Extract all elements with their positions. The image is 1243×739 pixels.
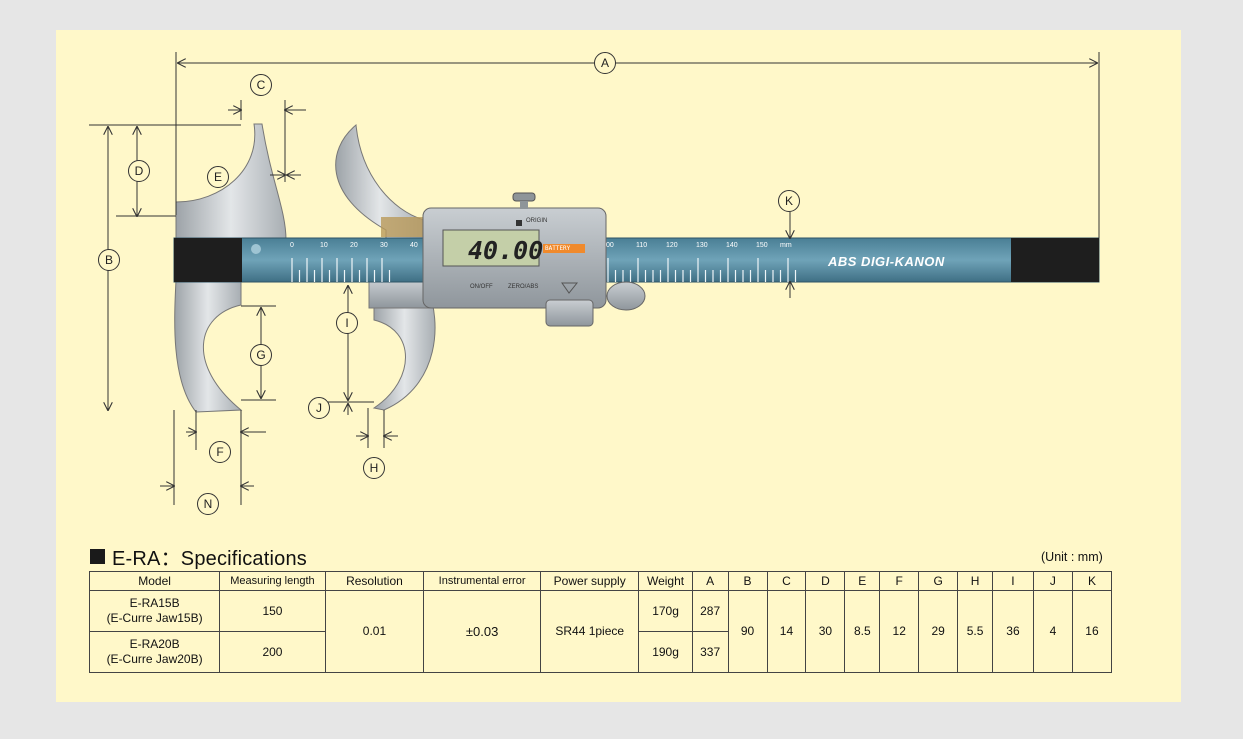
scale-number: 40: [410, 242, 418, 249]
dim-label-j: J: [308, 397, 330, 419]
scale-number: 10: [320, 242, 328, 249]
cell-i: 36: [991, 590, 1034, 673]
dim-label-d: D: [128, 160, 150, 182]
cell-j: 4: [1032, 590, 1073, 673]
cell-c: 14: [766, 590, 807, 673]
dim-label-h: H: [363, 457, 385, 479]
table-row: E-RA20B(E-Curre Jaw20B) 200 190g 337: [88, 631, 1112, 673]
cell-weight: 170g: [638, 590, 693, 632]
cell-error: ±0.03: [423, 590, 541, 673]
scale-number: 150: [756, 242, 768, 249]
col-h: H: [957, 571, 993, 591]
spec-table: Model Measuring length Resolution Instru…: [88, 571, 1113, 673]
cell-k: 16: [1071, 590, 1113, 673]
cell-resolution: 0.01: [324, 590, 425, 673]
scale-number: 140: [726, 242, 738, 249]
scale-number: 110: [636, 242, 648, 249]
dim-label-n: N: [197, 493, 219, 515]
upper-fixed-jaw: [175, 123, 287, 241]
col-f: F: [879, 571, 920, 591]
col-error: Instrumental error: [423, 571, 541, 591]
cell-d: 30: [805, 590, 846, 673]
col-length: Measuring length: [219, 571, 326, 591]
col-k: K: [1071, 571, 1113, 591]
cell-b: 90: [727, 590, 768, 673]
col-weight: Weight: [638, 571, 693, 591]
brand-label: ABS DIGI-KANON: [828, 254, 945, 269]
origin-label: ORIGIN: [526, 218, 548, 224]
col-c: C: [766, 571, 807, 591]
caliper-drawing: [89, 52, 1100, 505]
lower-fixed-jaw: [174, 279, 243, 413]
dim-label-g: G: [250, 344, 272, 366]
scale-number: 120: [666, 242, 678, 249]
dim-label-b: B: [98, 249, 120, 271]
spec-header-row: Model Measuring length Resolution Instru…: [88, 571, 1113, 591]
cell-e: 8.5: [844, 590, 881, 673]
spec-heading: E-RA：Specifications: [90, 542, 307, 571]
scale-number: 00: [606, 242, 614, 249]
cell-g: 29: [918, 590, 959, 673]
zero-abs-label: ZERO/ABS: [508, 284, 539, 290]
spec-title: E-RA：Specifications: [112, 548, 307, 570]
spec-panel: 0 10 20 30 40 00 110 120 130 140 150 mm 40.00 BATTE…: [56, 30, 1181, 702]
cell-model: E-RA15B(E-Curre Jaw15B): [88, 590, 221, 632]
cell-h: 5.5: [957, 590, 993, 673]
cell-a: 287: [691, 590, 729, 632]
scale-number: 20: [350, 242, 358, 249]
dim-label-e: E: [207, 166, 229, 188]
col-g: G: [918, 571, 959, 591]
cell-model: E-RA20B(E-Curre Jaw20B): [88, 631, 221, 673]
dim-label-a: A: [594, 52, 616, 74]
col-i: I: [991, 571, 1034, 591]
scale-number: 0: [290, 242, 294, 249]
cell-f: 12: [879, 590, 920, 673]
cell-length: 200: [219, 631, 326, 673]
cell-length: 150: [219, 590, 326, 632]
scale-number: 130: [696, 242, 708, 249]
col-j: J: [1032, 571, 1073, 591]
table-row: E-RA15B(E-Curre Jaw15B) 150 0.01 ±0.03 S…: [88, 590, 1113, 673]
cell-weight: 190g: [638, 631, 693, 673]
col-power: Power supply: [539, 571, 640, 591]
col-model: Model: [88, 571, 221, 591]
dim-label-f: F: [209, 441, 231, 463]
dim-label-k: K: [778, 190, 800, 212]
unit-note: (Unit : mm): [1041, 550, 1103, 564]
scale-unit: mm: [780, 242, 792, 249]
scale-number: 30: [380, 242, 388, 249]
col-d: D: [805, 571, 846, 591]
col-b: B: [727, 571, 768, 591]
col-resolution: Resolution: [324, 571, 425, 591]
dim-label-c: C: [250, 74, 272, 96]
cell-a: 337: [691, 631, 729, 673]
dim-label-i: I: [336, 312, 358, 334]
battery-label: BATTERY: [545, 245, 571, 252]
col-e: E: [844, 571, 881, 591]
cell-power: SR44 1piece: [539, 590, 640, 673]
on-off-label: ON/OFF: [470, 284, 493, 290]
lcd-value: 40.00: [468, 236, 544, 265]
heading-square: [90, 549, 105, 564]
col-a: A: [691, 571, 729, 591]
